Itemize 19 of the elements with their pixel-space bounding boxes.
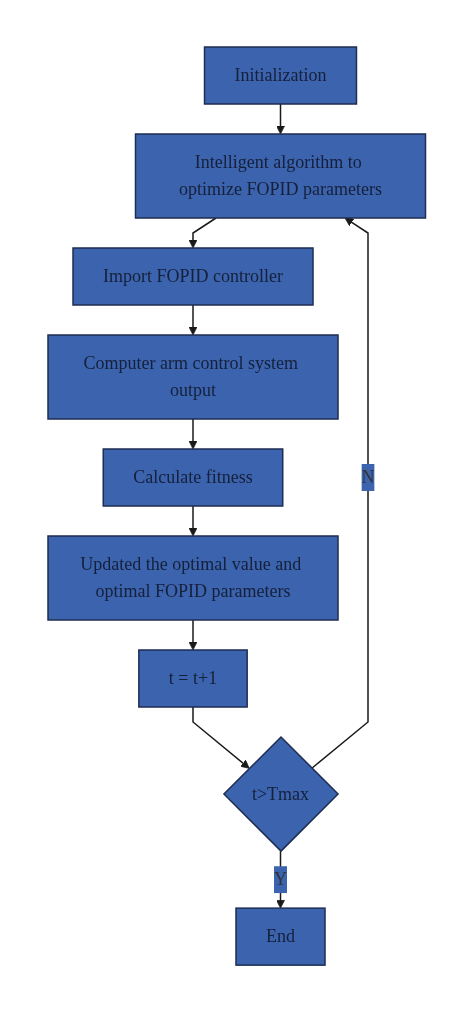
node-box: Updated the optimal value and optimal FOPID parameters <box>47 535 339 622</box>
arrow <box>188 418 198 450</box>
node-box: Import FOPID controller <box>72 247 314 307</box>
node-box: Computer arm control system output <box>47 334 339 421</box>
arrow <box>188 304 198 336</box>
arrow <box>276 103 286 135</box>
arrow <box>188 619 198 651</box>
arrow <box>188 505 198 537</box>
edge-label: N <box>361 467 375 488</box>
node-diamond: t>Tmax <box>223 736 340 853</box>
node-box: Calculate fitness <box>102 448 284 508</box>
node-box: t = t+1 <box>138 649 249 709</box>
arrow <box>192 706 250 770</box>
arrow <box>311 218 369 770</box>
edge-label: Y <box>274 869 288 890</box>
arrow <box>188 217 218 249</box>
node-box: End <box>235 907 326 967</box>
node-box: Initialization <box>204 46 358 106</box>
node-box: Intelligent algorithm to optimize FOPID parameters <box>135 133 427 220</box>
